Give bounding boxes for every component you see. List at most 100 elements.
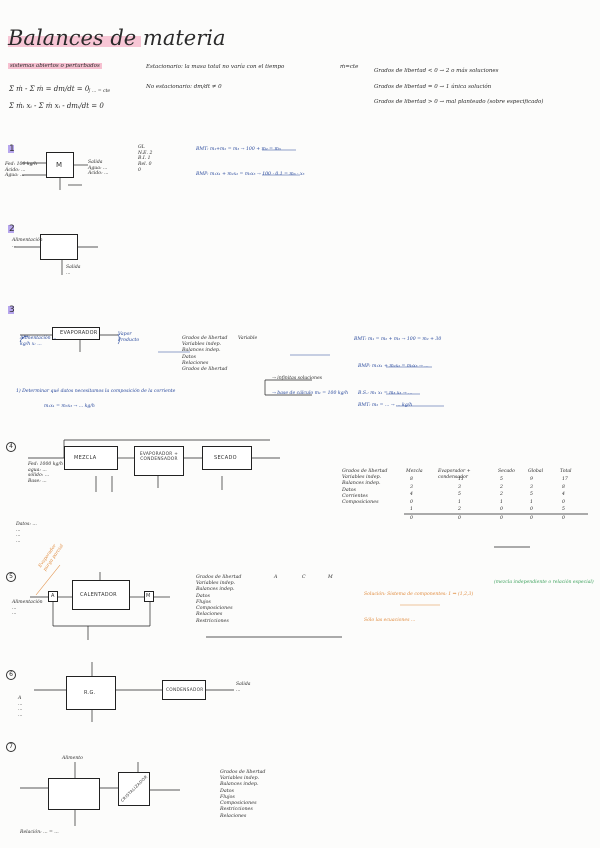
section-number-3: 3 (9, 305, 15, 315)
s1-blue-note-2: BMP: m₁x₁ + m₂x₂ = m₃x₃ → 100 · 0.1 = m₃… (196, 172, 305, 177)
s3-table-row-4: Relaciones (182, 360, 209, 366)
s4-table-row-5: Composiciones (342, 500, 379, 506)
s7-table-row-4: Flujos (220, 794, 235, 800)
s7-bottom-note: Relación: ... = ... (20, 830, 59, 835)
s7-crystallizer-box (118, 772, 150, 806)
s1-degrees-notes: GL N.E. 2 B.I. 1 Rel. 0 0 (138, 145, 153, 173)
s5-table-row-4: Flujos (196, 599, 211, 605)
s5-table-row-6: Relaciones (196, 612, 223, 618)
s6-condenser-box (162, 680, 206, 700)
s7-table-row-5: Composiciones (220, 801, 257, 807)
s5-box-a-label: A (51, 593, 55, 599)
section-number-7: 7 (6, 742, 16, 752)
s4-table-cell: 4 (562, 492, 565, 497)
s7-top-label: Alimento (62, 756, 83, 761)
s3-box-label: EVAPORADOR (60, 330, 98, 336)
s2-inputs: Alimentación ... (12, 238, 43, 249)
s3-outputs: Vapor Producto (118, 332, 140, 343)
s5-col-c: C (302, 575, 306, 580)
s4-table-row-3: Datos (342, 487, 356, 493)
s5-orange-note-2: Sólo las ecuaciones ... (364, 618, 416, 623)
s4-table-cell: 0 (562, 499, 565, 505)
s3-table-head-variable: Variable (238, 336, 258, 341)
header-left-heading: sistemas abiertos o perturbados (8, 63, 102, 69)
section-number-4: 4 (6, 442, 16, 452)
s5-box-m-label: M (146, 593, 151, 599)
s4-table-cell: 0 (530, 507, 533, 512)
s4-dryer-box (202, 446, 252, 470)
s4-table-cell: 9 (530, 477, 533, 482)
s3-evaporator-box (52, 327, 100, 340)
s4-table-cell: 1 (410, 507, 413, 512)
s4-table-cell: 1 (530, 499, 533, 505)
s4-table-cell: 1 (500, 499, 503, 505)
title-highlight (8, 36, 141, 47)
s4-table-sum-cell: 0 (530, 516, 533, 521)
s5-table-head: Grados de libertad (196, 575, 242, 580)
header-right-line2: Grados de libertad = 0 → 1 única solució… (374, 84, 492, 90)
s7-table-row-3: Datos (220, 788, 234, 794)
s7-dof-table: Grados de libertad Variables indep. Bala… (220, 770, 266, 820)
s4-box-dryer-label: SECADO (214, 455, 237, 461)
s3-bottom-note-2: m₁x₁ = m₃x₃ → ... kg/h (44, 404, 95, 409)
s5-table-row-2: Balances indep. (196, 587, 235, 593)
s4-table-cell: 2 (458, 507, 461, 512)
s3-dof-table: Grados de libertad Variables indep. Bala… (182, 336, 228, 373)
s5-table-row-7: Restricciones (196, 618, 229, 624)
section-number-6: 6 (6, 670, 16, 680)
s4-table-sum-cell: 0 (500, 516, 503, 521)
header-left-block: sistemas abiertos o perturbados (8, 63, 143, 70)
s4-table-sum-cell: 0 (410, 516, 413, 521)
s6-inputs: A ... ... ... (18, 696, 23, 719)
s4-table-cell: 4 (410, 492, 413, 497)
s4-mixer-box (64, 446, 118, 470)
s4-box-mixer-label: MEZCLA (74, 455, 97, 461)
s3-blue-note-3: B.S.: m₁ x₁ = m₃ x₃ → ... (358, 391, 413, 396)
s5-table-row-5: Composiciones (196, 606, 233, 612)
s3-blue-note-2: BMP: m₁x₁ + m₂x₂ = m₃x₃ → ... (358, 364, 429, 369)
s5-table-row-1: Variables indep. (196, 581, 236, 587)
s5-table-row-3: Datos (196, 593, 210, 599)
s5-col-a: A (274, 575, 278, 580)
s3-bottom-note: 1) Determinar qué datos necesitamos la c… (16, 389, 176, 394)
s3-table-row-5: Grados de libertad (182, 367, 228, 373)
s5-splitter-a-box (48, 591, 58, 602)
s5-heater-box (72, 580, 130, 610)
s4-table-cell: 8 (410, 477, 413, 482)
s4-table-head: Grados de libertad (342, 469, 388, 474)
s4-left-notes: Datos: ... ... ... ... (16, 522, 37, 545)
s4-table-cell: 5 (458, 492, 461, 497)
s3-blue-note-1: BMT: m₁ = m₂ + m₃ → 100 = m₂ + 30 (354, 337, 442, 342)
s4-dof-table: Grados de libertad Variables indep. Bala… (342, 469, 388, 506)
s4-table-cell: 11 (458, 477, 464, 482)
header-mid-line2: No estacionario: dm/dt ≠ 0 (146, 84, 222, 90)
s3-inputs: Alimentación ... kg/h x: ... (20, 336, 57, 347)
s4-table-row-2: Balances indep. (342, 481, 381, 487)
s1-inputs: Fed: 100 kg/h Ácido: ... Agua: ... (5, 162, 38, 179)
s4-table-cell: 2 (500, 492, 503, 497)
s4-col-global: Global (528, 469, 544, 474)
s4-table-cell: 8 (562, 484, 565, 490)
page-title: Balances de materia (8, 26, 226, 50)
s3-table-head: Grados de libertad (182, 336, 228, 341)
s4-table-cell: 5 (562, 507, 565, 512)
s2-outputs: Salida ... (66, 265, 81, 276)
s4-table-cell: 1 (458, 499, 461, 505)
s4-table-row-1: Variables indep. (342, 475, 382, 481)
header-mid-tag: ṁ=cte (340, 64, 359, 70)
equation-partial: Σ ṁᵢ xᵢ - Σ ṁ xᵢ - dmᵢ/dt = 0 (9, 102, 104, 110)
s7-table-row-7: Relaciones (220, 813, 247, 819)
equation-side-note: ∫ ... = cte (88, 89, 111, 94)
s3-blue-note-4: BMT: m₂ = ... → ... kg/h (358, 403, 413, 408)
s4-evaporator-condenser-box (134, 446, 184, 476)
section-number-5: 5 (6, 572, 16, 582)
s7-table-row-2: Balances indep. (220, 782, 259, 788)
s4-col-evap: Evaporador + condensador (438, 469, 471, 480)
s5-mixer-m-box (144, 591, 154, 602)
header-right-line1: Grados de libertad < 0 → 2 o más solucio… (374, 68, 499, 74)
s6-reactor-box (66, 676, 116, 710)
s4-col-total: Total (560, 469, 572, 474)
s1-box-label: M (56, 161, 63, 169)
s6-box-condenser-label: CONDENSADOR (166, 688, 204, 693)
s4-table-cell: 2 (500, 484, 503, 490)
